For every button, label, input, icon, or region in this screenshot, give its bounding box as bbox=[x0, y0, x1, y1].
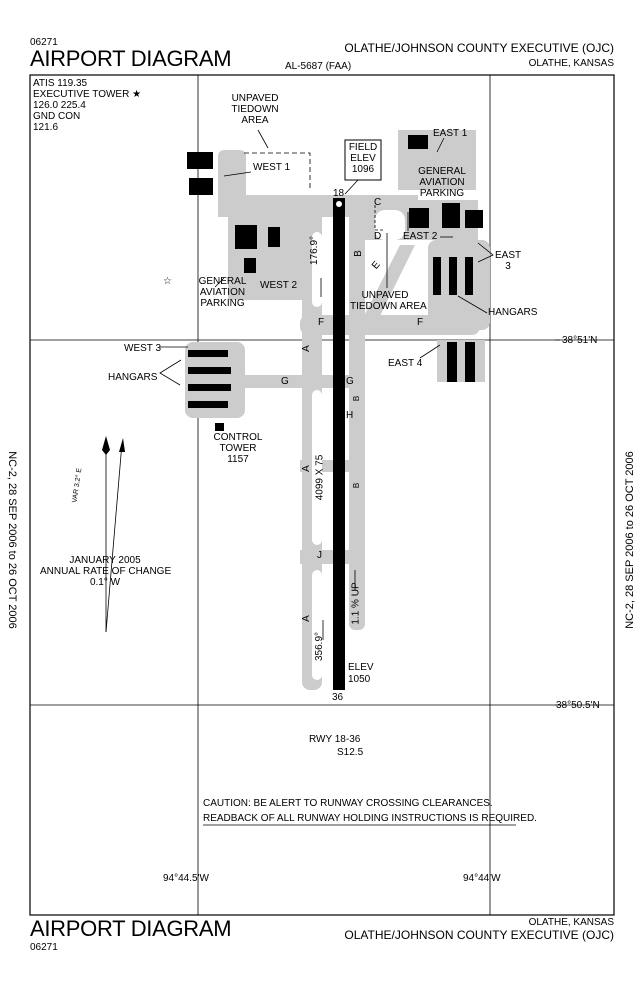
airport-location: OLATHE, KANSAS bbox=[528, 58, 614, 69]
tower-frequencies: 126.0 225.4 bbox=[33, 100, 86, 111]
pavement-holes bbox=[312, 210, 405, 680]
west-1-label: WEST 1 bbox=[253, 162, 291, 173]
latitude-north: 38°51'N bbox=[562, 335, 598, 346]
west-2-label: WEST 2 bbox=[260, 280, 298, 291]
true-north-arrow-icon bbox=[102, 436, 110, 455]
caution-line-1: CAUTION: BE ALERT TO RUNWAY CROSSING CLE… bbox=[203, 798, 493, 809]
runway-heading-south: 356.9° bbox=[314, 631, 326, 662]
runway-strength: S12.5 bbox=[337, 747, 364, 758]
airport-name: OLATHE/JOHNSON COUNTY EXECUTIVE (OJC) bbox=[344, 41, 614, 55]
taxiway-a-label-1: A bbox=[300, 345, 312, 352]
taxiway-a-label-3: A bbox=[300, 615, 312, 622]
runway-designation: RWY 18-36 bbox=[309, 734, 361, 745]
taxiway-j-label: J bbox=[317, 550, 322, 561]
taxiway-h-label: H bbox=[346, 410, 354, 421]
taxiway-b-label-3: B bbox=[352, 482, 362, 489]
footer-airport-name: OLATHE/JOHNSON COUNTY EXECUTIVE (OJC) bbox=[344, 928, 614, 942]
footer-title: AIRPORT DIAGRAM bbox=[30, 916, 232, 941]
atis-frequency: ATIS 119.35 bbox=[33, 78, 88, 89]
runway-dimensions: 4099 X 75 bbox=[314, 454, 326, 501]
hangars-west-label: HANGARS bbox=[108, 372, 158, 383]
elevation-value: 1050 bbox=[348, 674, 371, 685]
caution-line-2: READBACK OF ALL RUNWAY HOLDING INSTRUCTI… bbox=[203, 813, 537, 824]
beacon-star-icon: ☆ bbox=[163, 276, 172, 287]
taxiway-c-label: C bbox=[374, 197, 382, 208]
hangars-east-label: HANGARS bbox=[488, 307, 538, 318]
north-arrows bbox=[102, 436, 125, 455]
ground-label: GND CON bbox=[33, 111, 81, 122]
tower-label: EXECUTIVE TOWER ★ bbox=[33, 89, 142, 100]
east-2-label: EAST 2 bbox=[403, 231, 438, 242]
taxiway-f-label-east: F bbox=[417, 317, 424, 328]
taxiway-b-label-2: B bbox=[352, 395, 362, 402]
runway-heading-north: 176.9° bbox=[309, 235, 321, 266]
longitude-east: 94°44'W bbox=[463, 873, 501, 884]
east-4-label: EAST 4 bbox=[388, 358, 423, 369]
footer-chart-id: 06271 bbox=[30, 942, 58, 953]
taxiway-f-label-west: F bbox=[318, 317, 325, 328]
runway-18-36 bbox=[333, 198, 345, 690]
frame bbox=[29, 74, 615, 916]
taxiway-d-label: D bbox=[374, 231, 382, 242]
runway-end-36: 36 bbox=[332, 692, 344, 703]
footer-location: OLATHE, KANSAS bbox=[528, 917, 614, 928]
ground-frequency: 121.6 bbox=[33, 122, 59, 133]
effective-dates-right: NC-2, 28 SEP 2006 to 26 OCT 2006 bbox=[624, 451, 636, 629]
west-3-label: WEST 3 bbox=[124, 343, 162, 354]
taxiway-g-label-west: G bbox=[281, 376, 289, 387]
buildings bbox=[187, 135, 483, 431]
east-1-label: EAST 1 bbox=[433, 128, 468, 139]
magnetic-north-arrow-icon bbox=[119, 438, 125, 452]
effective-dates-left: NC-2, 28 SEP 2006 to 26 OCT 2006 bbox=[6, 451, 18, 629]
taxiway-b-label: B bbox=[352, 250, 364, 257]
taxiway-g-label-east: G bbox=[346, 376, 354, 387]
runway-gradient: 1.1 % UP bbox=[350, 582, 362, 625]
leader-lines bbox=[105, 129, 614, 706]
latitude-south: 38°50.5'N bbox=[556, 700, 600, 711]
al-number: AL-5687 (FAA) bbox=[285, 61, 352, 72]
elevation-label: ELEV bbox=[348, 662, 374, 673]
longitude-west: 94°44.5'W bbox=[163, 873, 209, 884]
chart-title: AIRPORT DIAGRAM bbox=[30, 46, 232, 71]
runway-end-18: 18 bbox=[333, 188, 345, 199]
taxiway-a-label-2: A bbox=[300, 465, 312, 472]
chart-id: 06271 bbox=[30, 37, 58, 48]
